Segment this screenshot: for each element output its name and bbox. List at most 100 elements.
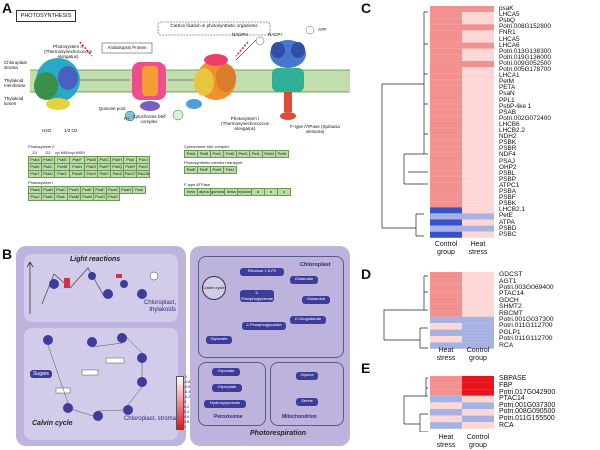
light-reactions-title: Light reactions (70, 256, 121, 263)
heatmap-cell (430, 395, 462, 403)
heatmap-row-label: psaK (499, 5, 514, 13)
heatmap-row-label: PSAB (499, 108, 517, 116)
heatmap-cell (462, 146, 494, 153)
atp-label: ATP (318, 27, 327, 32)
table-name-psii: Photosystem II (28, 144, 55, 149)
heatmap-cell (430, 182, 462, 189)
heatmap-row-label: Potri.013G138300 (499, 47, 551, 55)
heatmap-row-label: Potri.008G090500 (499, 408, 556, 416)
heatmap-row-label: AGT1 (499, 277, 517, 285)
col-label-e-1: Control group (466, 434, 490, 449)
mitochondrion-label: Mitochondrion (282, 414, 317, 420)
heatmap-cell (430, 402, 462, 409)
heatmap-cell (462, 382, 494, 390)
node-glutamine: Glutamine (302, 296, 330, 304)
heatmap-cell (430, 195, 462, 202)
heatmap-row-label: FBP (499, 381, 513, 389)
heatmap-row-label: LHCA5 (499, 11, 520, 19)
heatmap-cell (462, 170, 494, 177)
heatmap-row-label: Potri.008G152800 (499, 23, 551, 31)
heatmap-cell (462, 231, 494, 238)
heatmap-cell (462, 48, 494, 55)
heatmap-cell (462, 297, 494, 304)
mitochondrion-compartment (270, 362, 344, 426)
heatmap-cell (462, 376, 494, 383)
heatmap-row-label: PsbP-like 1 (499, 102, 532, 110)
heatmap-row-label: PPL1 (499, 96, 515, 104)
heatmap-row-label: GDCST (499, 271, 523, 279)
heatmap-cell (462, 389, 494, 396)
quinone-pool-label: Quinone pool (98, 106, 126, 111)
legend-tick-label: 0 (184, 400, 186, 404)
heatmap-cell (462, 189, 494, 196)
chloroplast-stroma-label: Chloroplast stroma (4, 60, 27, 70)
heatmap-cell (462, 195, 494, 202)
heatmap-row-label: LHCA6 (499, 41, 520, 49)
heatmap-cell (462, 323, 494, 330)
heatmap-cell (462, 121, 494, 128)
node-glycine: Glycine (296, 372, 318, 380)
heatmap-cell (462, 79, 494, 86)
heatmap-row-label: RCA (499, 341, 514, 349)
node-2-oxoglutarate: 2-Oxoglutarate (290, 316, 326, 324)
photorespiration-title: Photorespiration (250, 430, 307, 437)
legend-tick-label: -1 (184, 375, 188, 379)
cyt-b6f-label: Cytochrome b6/f complex (132, 114, 166, 124)
color-scale-legend (176, 376, 184, 430)
heatmap-row-label: Potri.001G037300 (499, 401, 556, 409)
panel-letter-b: B (2, 246, 13, 262)
heatmap-cell (462, 73, 494, 80)
organism-label: Arabidopsis Protein (107, 45, 147, 50)
legend-tick-label: 1 (184, 425, 186, 429)
dendrogram-c (381, 11, 428, 237)
calvin-cycle-box (24, 328, 178, 440)
heatmap-cell (462, 304, 494, 311)
heatmap-cell (430, 24, 462, 31)
legend-tick-label: 0.6 (184, 415, 189, 419)
light-reactions-graphic (26, 261, 159, 314)
heatmap-cell (462, 176, 494, 183)
thylakoid-membrane (30, 70, 350, 92)
heatmap-d (383, 272, 494, 349)
heatmap-cell (462, 213, 494, 220)
heatmap-cell (462, 152, 494, 159)
heatmap-row-label: LHCB6 (499, 120, 520, 128)
heatmap-cell (462, 91, 494, 98)
h-plus-label: H+ (124, 116, 130, 121)
heatmap-row-label: ATPC1 (499, 181, 520, 189)
heatmap-cell (462, 97, 494, 104)
heatmap-cell (430, 213, 462, 220)
nadp-label: NADP+ (268, 32, 284, 37)
node-3-phosphoglycerate: 3-Phosphoglycerate (240, 290, 274, 302)
heatmap-cell (430, 18, 462, 25)
node-ribulose: Ribulose 1,5-P2 (240, 268, 284, 276)
heatmap-cell (430, 97, 462, 104)
panel-letter-d: D (361, 266, 372, 282)
node-hydroxypyruvate: Hydroxypyruvate (204, 400, 246, 408)
heatmap-cell (430, 225, 462, 232)
heatmap-cell (430, 189, 462, 196)
chloroplast-label: Chloroplast (300, 262, 331, 268)
heatmap-row-label: Potri.011G112700 (499, 322, 553, 330)
heatmap-row-label: PTAC14 (499, 290, 524, 298)
heatmap-cell (430, 158, 462, 165)
heatmap-cell (430, 48, 462, 55)
thylakoid-lumen-label: Thylakoid lumen (4, 96, 24, 106)
heatmap-cell (462, 18, 494, 25)
heatmap-cell (430, 109, 462, 116)
heatmap-cell (430, 231, 462, 238)
heatmap-row-label: PETA (499, 84, 516, 92)
heatmap-row-label: FNR1 (499, 29, 516, 37)
heatmap-cell (430, 304, 462, 311)
heatmap-row-label: GDCH (499, 296, 519, 304)
heatmap-row-label: Potri.011G112700 (499, 335, 553, 343)
heatmap-cell (462, 284, 494, 292)
heatmap-cell (430, 54, 462, 61)
panel-letter-e: E (361, 360, 371, 376)
heatmap-cell (462, 36, 494, 43)
chloroplast-thylakoids-label: Chloroplast, thylakoids (143, 300, 176, 313)
